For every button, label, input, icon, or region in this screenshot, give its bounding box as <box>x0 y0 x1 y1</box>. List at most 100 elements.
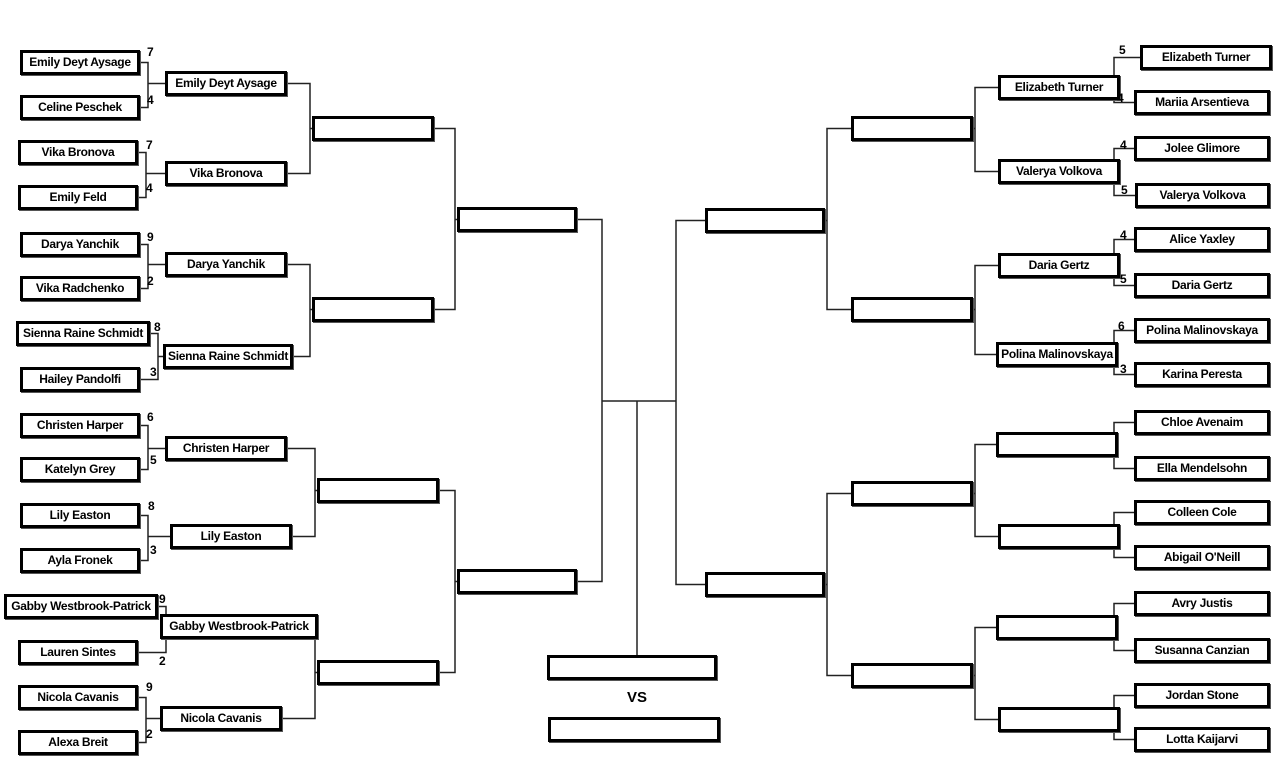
score-label: 8 <box>148 499 155 513</box>
left-r1-slot: Vika Radchenko <box>20 276 140 301</box>
left-r2-slot: Vika Bronova <box>165 161 287 186</box>
connector-line <box>138 696 147 744</box>
score-label: 5 <box>1119 43 1126 57</box>
right-r1-slot: Polina Malinovskaya <box>1134 318 1270 343</box>
left-r3-slot-empty <box>312 116 434 141</box>
vs-label: VS <box>627 689 648 706</box>
left-r2-slot: Darya Yanchik <box>165 252 287 277</box>
final-slot-bottom-empty <box>548 717 720 742</box>
score-label: 9 <box>147 230 154 244</box>
right-r1-slot: Jordan Stone <box>1134 683 1270 708</box>
score-label: 4 <box>1120 138 1127 152</box>
left-r3-slot-empty <box>312 297 434 322</box>
connector-line <box>282 625 318 720</box>
left-r2-slot: Gabby Westbrook-Patrick <box>160 614 318 639</box>
left-r1-slot: Nicola Cavanis <box>18 685 138 710</box>
right-r1-slot: Elizabeth Turner <box>1140 45 1272 70</box>
connector-line <box>287 82 311 175</box>
right-r2-slot-empty <box>998 524 1120 549</box>
left-r1-slot: Lily Easton <box>20 503 140 528</box>
right-r2-slot-empty <box>996 615 1118 640</box>
left-r1-slot: Ayla Fronek <box>20 548 140 573</box>
connector-line <box>577 218 603 583</box>
connector-line <box>974 626 998 721</box>
right-r2-slot: Elizabeth Turner <box>998 75 1120 100</box>
right-r1-slot: Alice Yaxley <box>1134 227 1270 252</box>
right-semifinal-slot-empty <box>705 208 825 233</box>
score-label: 3 <box>1120 362 1127 376</box>
right-r2-slot: Daria Gertz <box>998 253 1120 278</box>
left-r2-slot: Nicola Cavanis <box>160 706 282 731</box>
score-label: 9 <box>146 680 153 694</box>
left-r3-slot-empty <box>317 660 439 685</box>
right-r3-slot-empty <box>851 663 973 688</box>
left-r1-slot: Celine Peschek <box>20 95 140 120</box>
left-r1-slot: Emily Deyt Aysage <box>20 50 140 75</box>
score-label: 2 <box>159 654 166 668</box>
left-r2-slot: Christen Harper <box>165 436 287 461</box>
connector-line <box>140 514 149 562</box>
right-r2-slot-empty <box>996 432 1118 457</box>
left-r1-slot: Katelyn Grey <box>20 457 140 482</box>
right-r3-slot-empty <box>851 481 973 506</box>
connector-line <box>675 219 705 586</box>
score-label: 6 <box>1118 319 1125 333</box>
score-label: 4 <box>146 181 153 195</box>
left-r1-slot: Lauren Sintes <box>18 640 138 665</box>
left-r1-slot: Christen Harper <box>20 413 140 438</box>
right-r1-slot: Avry Justis <box>1134 591 1270 616</box>
connector-line <box>974 86 998 173</box>
right-r3-slot-empty <box>851 116 973 141</box>
left-r1-slot: Gabby Westbrook-Patrick <box>4 594 158 619</box>
connector-line <box>140 243 149 290</box>
score-label: 5 <box>1120 272 1127 286</box>
left-r1-slot: Alexa Breit <box>18 730 138 755</box>
left-r3-slot-empty <box>317 478 439 503</box>
final-slot-top-empty <box>547 655 717 680</box>
left-r2-slot: Emily Deyt Aysage <box>165 71 287 96</box>
left-r1-slot: Hailey Pandolfi <box>20 367 140 392</box>
score-label: 4 <box>1117 91 1124 105</box>
score-label: 2 <box>147 274 154 288</box>
score-label: 3 <box>150 365 157 379</box>
right-r1-slot: Valerya Volkova <box>1135 183 1270 208</box>
connector-line <box>287 447 316 538</box>
right-semifinal-slot-empty <box>705 572 825 597</box>
connector-line <box>140 61 149 109</box>
connector-line <box>287 263 311 358</box>
left-r1-slot: Vika Bronova <box>18 140 138 165</box>
right-r1-slot: Chloe Avenaim <box>1134 410 1270 435</box>
right-r1-slot: Mariia Arsentieva <box>1134 90 1270 115</box>
left-r1-slot: Sienna Raine Schmidt <box>16 321 150 346</box>
connector-line <box>138 151 147 199</box>
score-label: 2 <box>146 727 153 741</box>
right-r1-slot: Ella Mendelsohn <box>1134 456 1270 481</box>
left-semifinal-slot-empty <box>457 207 577 232</box>
connector-line <box>826 492 851 677</box>
right-r1-slot: Colleen Cole <box>1134 500 1270 525</box>
right-r3-slot-empty <box>851 297 973 322</box>
score-label: 7 <box>146 138 153 152</box>
right-r1-slot: Lotta Kaijarvi <box>1134 727 1270 752</box>
connector-line <box>439 489 456 674</box>
right-r1-slot: Daria Gertz <box>1134 273 1270 298</box>
score-label: 9 <box>159 592 166 606</box>
score-label: 6 <box>147 410 154 424</box>
right-r1-slot: Karina Peresta <box>1134 362 1270 387</box>
connector-line <box>140 424 149 471</box>
right-r2-slot: Valerya Volkova <box>998 159 1120 184</box>
score-label: 5 <box>1121 183 1128 197</box>
right-r2-slot-empty <box>998 707 1120 732</box>
left-semifinal-slot-empty <box>457 569 577 594</box>
score-label: 4 <box>1120 228 1127 242</box>
right-r1-slot: Abigail O'Neill <box>1134 545 1270 570</box>
score-label: 3 <box>150 543 157 557</box>
score-label: 5 <box>150 453 157 467</box>
right-r1-slot: Jolee Glimore <box>1134 136 1270 161</box>
left-r1-slot: Emily Feld <box>18 185 138 210</box>
left-r1-slot: Darya Yanchik <box>20 232 140 257</box>
connector-line <box>974 264 998 356</box>
left-r2-slot: Sienna Raine Schmidt <box>163 344 293 369</box>
connector-line <box>974 443 998 538</box>
score-label: 4 <box>147 93 154 107</box>
